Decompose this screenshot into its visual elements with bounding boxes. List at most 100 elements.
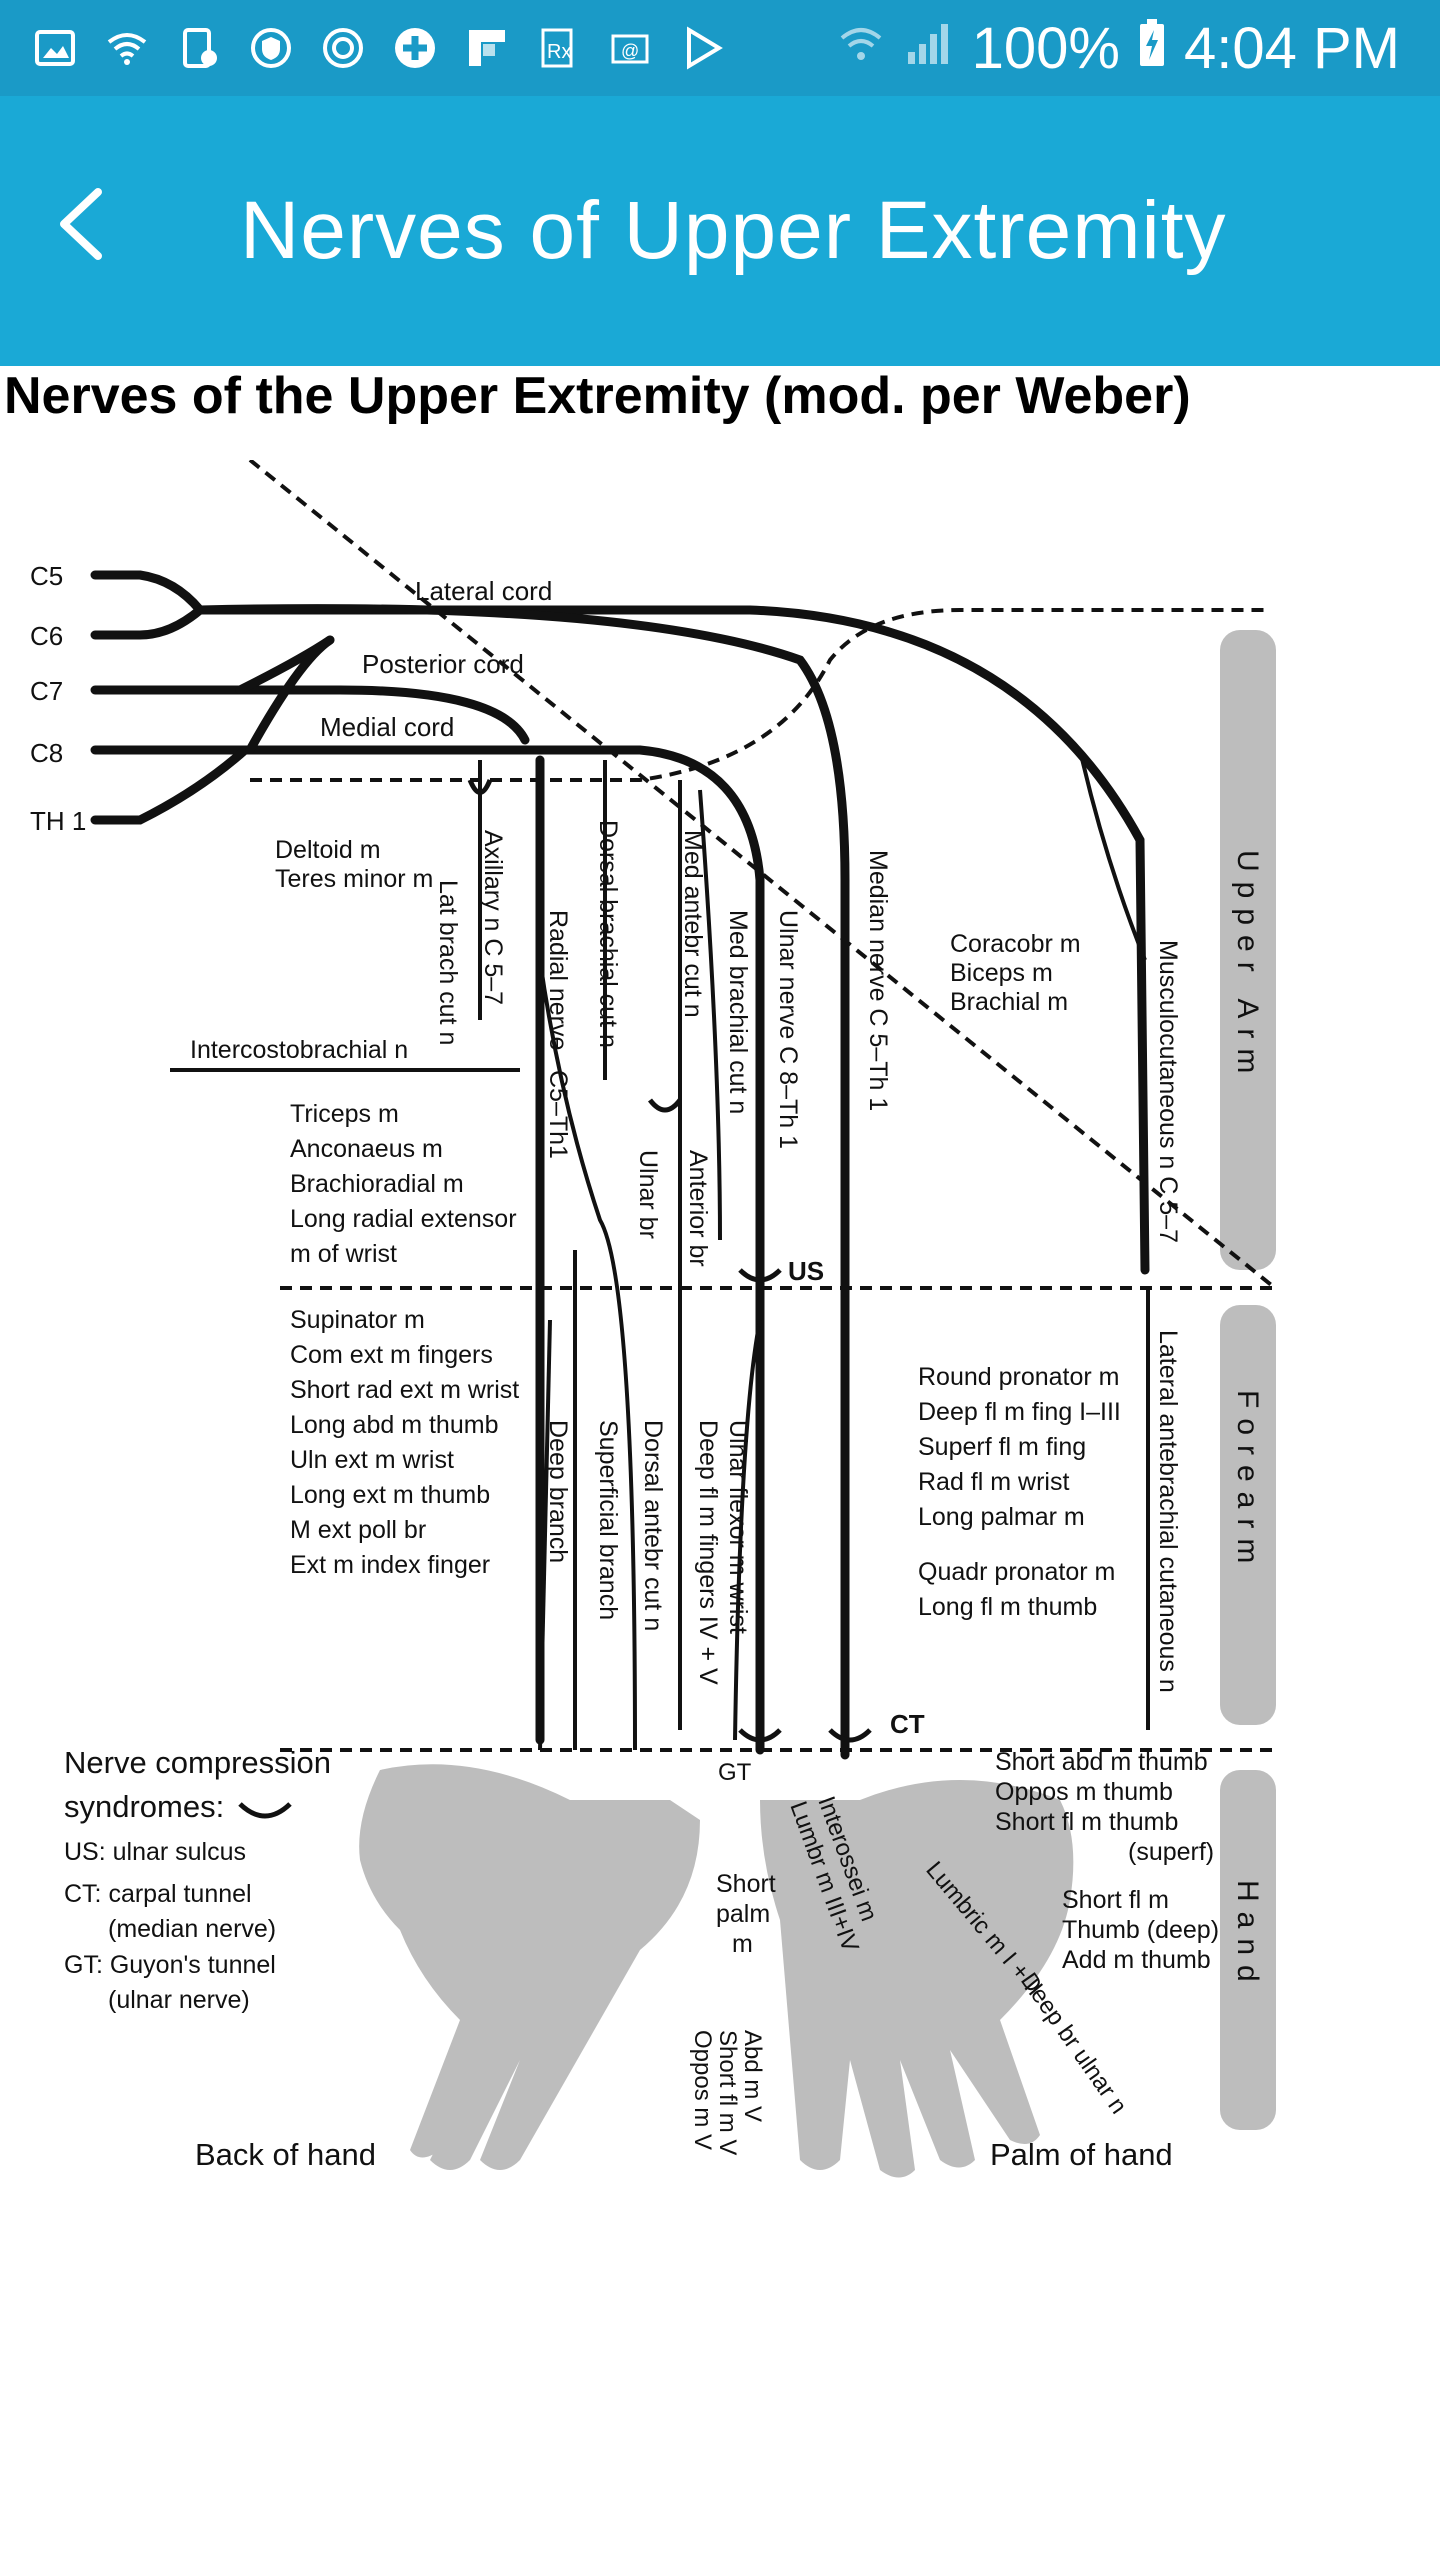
median-nerve-label: Median nerve C 5–Th 1 bbox=[864, 850, 892, 1111]
superf-fl-label: Superf fl m fing bbox=[918, 1433, 1086, 1461]
plexus-lines bbox=[90, 570, 1150, 1760]
anconaeus-label: Anconaeus m bbox=[290, 1135, 443, 1163]
email-icon: @ bbox=[606, 23, 656, 73]
compression-legend: Nerve compression syndromes: US: ulnar s… bbox=[64, 1745, 331, 2014]
zone-upper-arm: Upper Arm bbox=[1231, 850, 1264, 1083]
sync-icon bbox=[318, 23, 368, 73]
ext-index-label: Ext m index finger bbox=[290, 1551, 490, 1579]
m-ext-poll-label: M ext poll br bbox=[290, 1516, 426, 1544]
legend-symbol bbox=[238, 1802, 292, 1819]
battery-percent: 100% bbox=[971, 15, 1120, 81]
zone-pills bbox=[1220, 630, 1276, 2130]
hypothenar-list: Abd m V Short fl m V Oppos m V bbox=[689, 2030, 766, 2155]
lat-brach-cut-label: Lat brach cut n bbox=[434, 880, 462, 1045]
long-radial-label: Long radial extensor bbox=[290, 1205, 517, 1233]
long-palmar-label: Long palmar m bbox=[918, 1503, 1085, 1531]
legend-ct-2: (median nerve) bbox=[108, 1915, 276, 1943]
compression-marks bbox=[467, 779, 872, 1743]
radial-nerve-label: Radial nerve bbox=[544, 910, 572, 1050]
nerve-diagram-svg: Upper Arm Forearm Hand bbox=[30, 458, 1277, 2178]
legend-title-1: Nerve compression bbox=[64, 1745, 331, 1780]
us-marker: US bbox=[788, 1256, 824, 1286]
shield-icon bbox=[246, 23, 296, 73]
short-abd-thumb-label: Short abd m thumb bbox=[995, 1748, 1208, 1776]
lat-antebrachial-label: Lateral antebrachial cutaneous n bbox=[1154, 1330, 1182, 1693]
med-antebr-cut-label: Med antebr cut n bbox=[679, 830, 707, 1018]
root-th1: TH 1 bbox=[30, 806, 86, 836]
anterior-br-label: Anterior br bbox=[684, 1150, 712, 1267]
axillary-label: Axillary n C 5–7 bbox=[479, 830, 507, 1005]
thumb-deep-label: Thumb (deep) bbox=[1062, 1916, 1219, 1944]
wifi-signal-icon bbox=[102, 23, 152, 73]
root-c7: C7 bbox=[30, 676, 63, 706]
m-label: m bbox=[732, 1930, 753, 1958]
com-ext-label: Com ext m fingers bbox=[290, 1341, 493, 1369]
coraco-group: Coracobr m Biceps m Brachial m bbox=[950, 930, 1081, 1016]
triceps-group: Triceps m Anconaeus m Brachioradial m Lo… bbox=[290, 1100, 517, 1268]
legend-title-2: syndromes: bbox=[64, 1789, 224, 1824]
page-title: Nerves of Upper Extremity bbox=[240, 185, 1227, 276]
short-palm-list: Short palm m bbox=[716, 1870, 776, 1958]
long-abd-label: Long abd m thumb bbox=[290, 1411, 498, 1439]
ct-marker: CT bbox=[890, 1709, 925, 1739]
palm-of-hand-label: Palm of hand bbox=[990, 2137, 1173, 2172]
thenar-list: Short abd m thumb Oppos m thumb Short fl… bbox=[995, 1748, 1214, 1866]
lateral-cord-label: Lateral cord bbox=[415, 576, 552, 606]
forearm-flexor-list: Round pronator m Deep fl m fing I–III Su… bbox=[918, 1363, 1121, 1621]
play-store-icon bbox=[678, 23, 728, 73]
quadr-pronator-label: Quadr pronator m bbox=[918, 1558, 1115, 1586]
med-brachial-cut-label: Med brachial cut n bbox=[724, 910, 752, 1114]
ulnar-br-label: Ulnar br bbox=[634, 1150, 662, 1239]
gt-marker: GT bbox=[718, 1759, 752, 1786]
superficial-branch-label: Superficial branch bbox=[594, 1420, 622, 1620]
plus-icon bbox=[390, 23, 440, 73]
back-button[interactable] bbox=[20, 166, 140, 286]
ulnar-flexor-label: Ulnar flexor m wrist bbox=[724, 1420, 752, 1634]
nerve-thin-lines bbox=[170, 749, 1150, 1751]
svg-text:@: @ bbox=[621, 41, 639, 61]
short-rad-ext-label: Short rad ext m wrist bbox=[290, 1376, 519, 1404]
status-bar: Rx @ 100% 4:04 PM bbox=[0, 0, 1440, 96]
deep-fl-fingers-label: Deep fl m fingers IV + V bbox=[694, 1420, 722, 1685]
root-c5: C5 bbox=[30, 561, 63, 591]
rad-fl-label: Rad fl m wrist bbox=[918, 1468, 1069, 1496]
radial-roots-label: C5–Th1 bbox=[544, 1070, 572, 1159]
deep-fl-fing-label: Deep fl m fing I–III bbox=[918, 1398, 1121, 1426]
palm-label: palm bbox=[716, 1900, 770, 1928]
forearm-extensor-list: Supinator m Com ext m fingers Short rad … bbox=[290, 1306, 519, 1579]
biceps-label: Biceps m bbox=[950, 959, 1053, 987]
add-thumb-label: Add m thumb bbox=[1062, 1946, 1211, 1974]
musculocutaneous-label: Musculocutaneous n C 5–7 bbox=[1154, 940, 1182, 1243]
long-ext-label: Long ext m thumb bbox=[290, 1481, 490, 1509]
root-c6: C6 bbox=[30, 621, 63, 651]
short-fl-v-label: Short fl m V bbox=[714, 2030, 741, 2155]
superf-label: (superf) bbox=[1128, 1838, 1214, 1866]
brachioradial-label: Brachioradial m bbox=[290, 1170, 464, 1198]
short-fl-thumb-label: Short fl m thumb bbox=[995, 1808, 1178, 1836]
clock: 4:04 PM bbox=[1184, 15, 1400, 81]
dorsal-antebr-cut-label: Dorsal antebr cut n bbox=[639, 1420, 667, 1631]
short-label: Short bbox=[716, 1870, 776, 1898]
wrist-label: m of wrist bbox=[290, 1240, 397, 1268]
zone-hand: Hand bbox=[1231, 1880, 1264, 1992]
legend-gt-1: GT: Guyon's tunnel bbox=[64, 1951, 276, 1979]
zone-dividers bbox=[248, 458, 1277, 1752]
round-pronator-label: Round pronator m bbox=[918, 1363, 1120, 1391]
uln-ext-label: Uln ext m wrist bbox=[290, 1446, 454, 1474]
triceps-label: Triceps m bbox=[290, 1100, 399, 1128]
oppos-thumb-label: Oppos m thumb bbox=[995, 1778, 1173, 1806]
deep-thenar-list: Short fl m Thumb (deep) Add m thumb bbox=[1062, 1886, 1219, 1974]
battery-charging-icon bbox=[1138, 15, 1166, 82]
cell-signal-icon bbox=[904, 15, 954, 82]
legend-ct-1: CT: carpal tunnel bbox=[64, 1880, 252, 1908]
wifi-icon bbox=[836, 15, 886, 82]
coracobr-label: Coracobr m bbox=[950, 930, 1081, 958]
phone-settings-icon bbox=[174, 23, 224, 73]
back-of-hand-label: Back of hand bbox=[195, 2137, 376, 2172]
legend-gt-2: (ulnar nerve) bbox=[108, 1986, 250, 2014]
image-icon bbox=[30, 23, 80, 73]
short-fl-label: Short fl m bbox=[1062, 1886, 1169, 1914]
deltoid-label: Deltoid m bbox=[275, 836, 381, 864]
nerve-diagram: Upper Arm Forearm Hand bbox=[0, 458, 1440, 2210]
zone-forearm: Forearm bbox=[1231, 1390, 1264, 1573]
